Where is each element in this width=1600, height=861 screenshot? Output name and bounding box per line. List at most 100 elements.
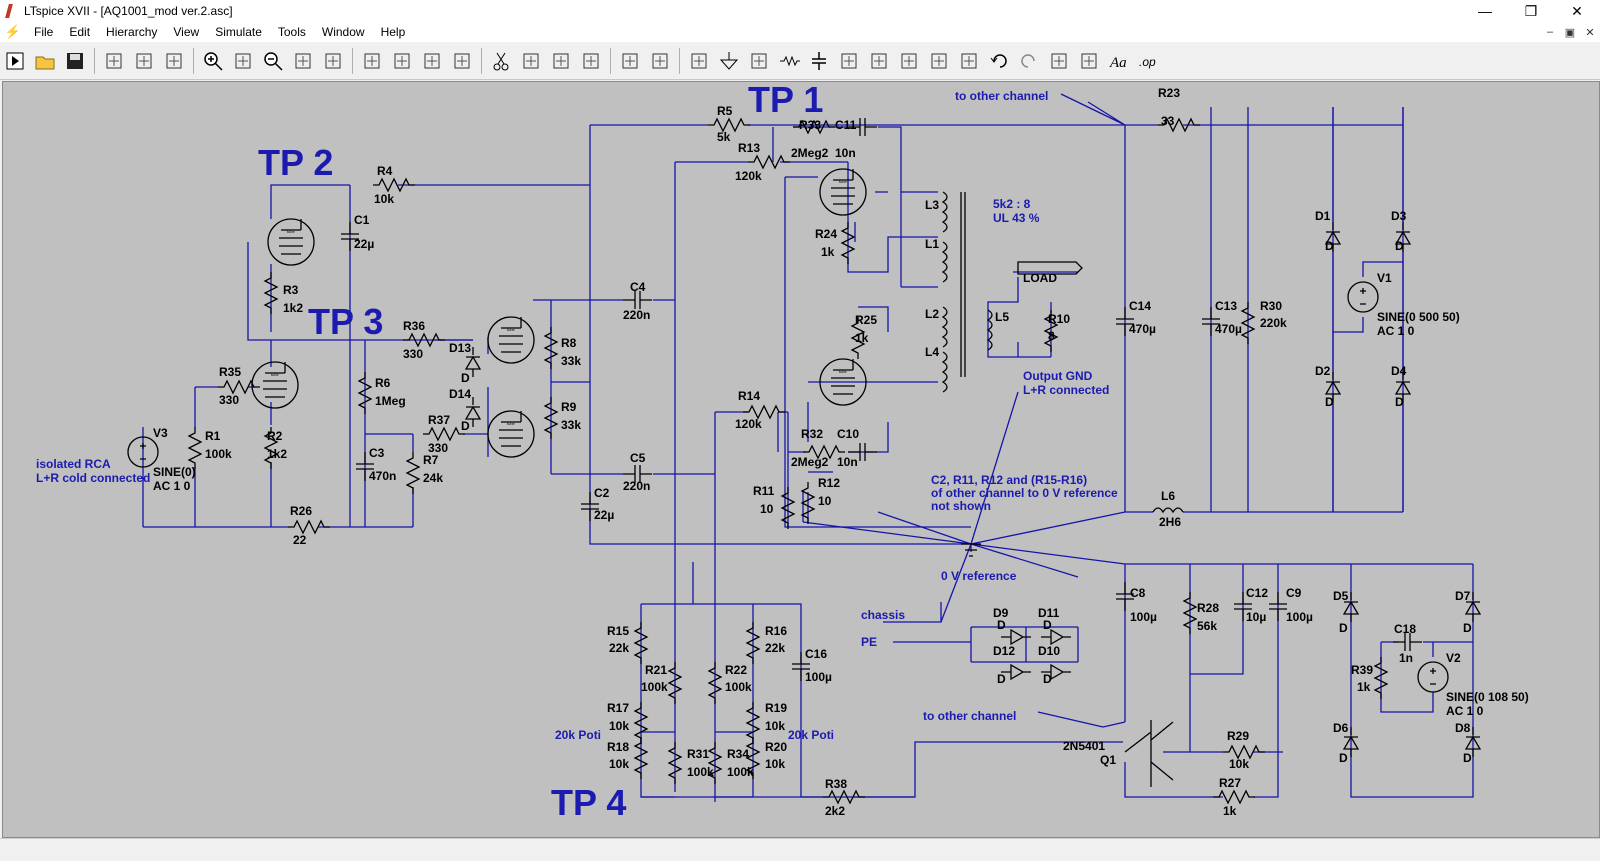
- component-ref: R32: [801, 427, 823, 441]
- test-point-label: TP 4: [551, 782, 626, 823]
- menu-file[interactable]: File: [34, 25, 54, 39]
- paste-button[interactable]: [546, 46, 576, 76]
- component-value: D: [1339, 621, 1348, 635]
- find-button[interactable]: [576, 46, 606, 76]
- note-transformer: 5k2 : 8: [993, 197, 1031, 211]
- halt-button[interactable]: [159, 46, 189, 76]
- menu-simulate[interactable]: Simulate: [215, 25, 262, 39]
- component-ref: R10: [1048, 312, 1070, 326]
- resistor-button[interactable]: [774, 46, 804, 76]
- move-button[interactable]: [924, 46, 954, 76]
- capacitor-button[interactable]: [804, 46, 834, 76]
- run-button[interactable]: [0, 46, 30, 76]
- component-ref: R2: [267, 429, 283, 443]
- menu-tools[interactable]: Tools: [277, 25, 306, 39]
- component-value: 100k: [641, 680, 668, 694]
- menu-window[interactable]: Window: [321, 25, 365, 39]
- cut-button[interactable]: [486, 46, 516, 76]
- restore-button[interactable]: ❐: [1524, 2, 1538, 19]
- ground-button[interactable]: [714, 46, 744, 76]
- components[interactable]: [127, 117, 1481, 804]
- mdi-minimize-button[interactable]: –: [1546, 25, 1554, 38]
- component-value: 10k: [765, 757, 785, 771]
- note-output-gnd: L+R connected: [1023, 383, 1109, 397]
- test-point-label: TP 2: [258, 142, 333, 183]
- redo-button[interactable]: [1014, 46, 1044, 76]
- component-value: 220n: [623, 479, 650, 493]
- diode-button[interactable]: [864, 46, 894, 76]
- component-ref: C18: [1394, 622, 1416, 636]
- component-ref: R22: [725, 663, 747, 677]
- draw-wire-button[interactable]: [684, 46, 714, 76]
- component-ref: C9: [1286, 586, 1302, 600]
- component-ref: C3: [369, 446, 385, 460]
- undo-button[interactable]: [984, 46, 1014, 76]
- tile-vertical-button[interactable]: [387, 46, 417, 76]
- inductor-button[interactable]: [834, 46, 864, 76]
- autorange-button[interactable]: [318, 46, 348, 76]
- label-net-button[interactable]: [744, 46, 774, 76]
- component-value: 470µ: [1215, 322, 1242, 336]
- zoom-out-icon: [264, 52, 283, 71]
- component-value: 10k: [609, 719, 629, 733]
- inductor-icon: [841, 53, 857, 69]
- spice-directive-button[interactable]: .op: [1134, 46, 1164, 76]
- visible-traces-button[interactable]: [357, 46, 387, 76]
- tile-horizontal-button[interactable]: [417, 46, 447, 76]
- component-value: 33k: [561, 354, 581, 368]
- pan-button[interactable]: [228, 46, 258, 76]
- menu-hierarchy[interactable]: Hierarchy: [106, 25, 158, 39]
- component-ref: R15: [607, 624, 629, 638]
- mdi-close-button[interactable]: ✕: [1585, 26, 1595, 39]
- component-ref: R31: [687, 747, 709, 761]
- control-panel-button[interactable]: [99, 46, 129, 76]
- drag-button[interactable]: [954, 46, 984, 76]
- component-value: 330: [403, 347, 423, 361]
- menu-view[interactable]: View: [173, 25, 200, 39]
- zoom-full-button[interactable]: [288, 46, 318, 76]
- open-button[interactable]: [30, 46, 60, 76]
- component-ref: Q1: [1100, 753, 1116, 767]
- schematic-canvas[interactable]: tube TP 1TP 2TP 3TP 4to other channelto …: [2, 81, 1600, 838]
- zoom-full-icon: [295, 53, 311, 69]
- component-ref: R26: [290, 504, 312, 518]
- menu-help[interactable]: Help: [380, 25, 406, 39]
- menu-edit[interactable]: Edit: [69, 25, 91, 39]
- component-ref: D6: [1333, 721, 1349, 735]
- svg-text:Aa: Aa: [1109, 55, 1127, 71]
- text-button[interactable]: Aa: [1104, 46, 1134, 76]
- pick-button[interactable]: [129, 46, 159, 76]
- mdi-restore-button[interactable]: ▣: [1564, 26, 1576, 39]
- component-value: SINE(0 500 50): [1377, 310, 1460, 324]
- component-value: D: [1043, 672, 1052, 686]
- note-to-other-channel: to other channel: [923, 709, 1016, 723]
- rotate-button[interactable]: [1044, 46, 1074, 76]
- zoom-in-button[interactable]: [198, 46, 228, 76]
- component-ref: V3: [153, 426, 168, 440]
- schematic[interactable]: tube TP 1TP 2TP 3TP 4to other channelto …: [3, 82, 1599, 837]
- component-button[interactable]: [894, 46, 924, 76]
- minimize-button[interactable]: —: [1478, 3, 1492, 19]
- print-button[interactable]: [615, 46, 645, 76]
- copy-button[interactable]: [516, 46, 546, 76]
- component-value: 10n: [837, 455, 858, 469]
- component-value: 1Meg: [375, 394, 406, 408]
- print-setup-button[interactable]: [645, 46, 675, 76]
- cascade-button[interactable]: [447, 46, 477, 76]
- component-ref: L6: [1161, 489, 1175, 503]
- save-button[interactable]: [60, 46, 90, 76]
- component-ref: C5: [630, 451, 646, 465]
- component-value: 8: [1048, 329, 1055, 343]
- document-icon[interactable]: ⚡: [4, 24, 22, 39]
- component-value: 2Meg2: [791, 146, 829, 160]
- component-ref: R7: [423, 453, 439, 467]
- component-ref: R37: [428, 413, 450, 427]
- mirror-button[interactable]: [1074, 46, 1104, 76]
- component-value: D: [1463, 621, 1472, 635]
- zoom-out-button[interactable]: [258, 46, 288, 76]
- component-value: 10k: [765, 719, 785, 733]
- close-button[interactable]: ✕: [1571, 2, 1583, 19]
- component-ref: D4: [1391, 364, 1407, 378]
- component-ref: R23: [1158, 86, 1180, 100]
- run-icon: [6, 52, 24, 70]
